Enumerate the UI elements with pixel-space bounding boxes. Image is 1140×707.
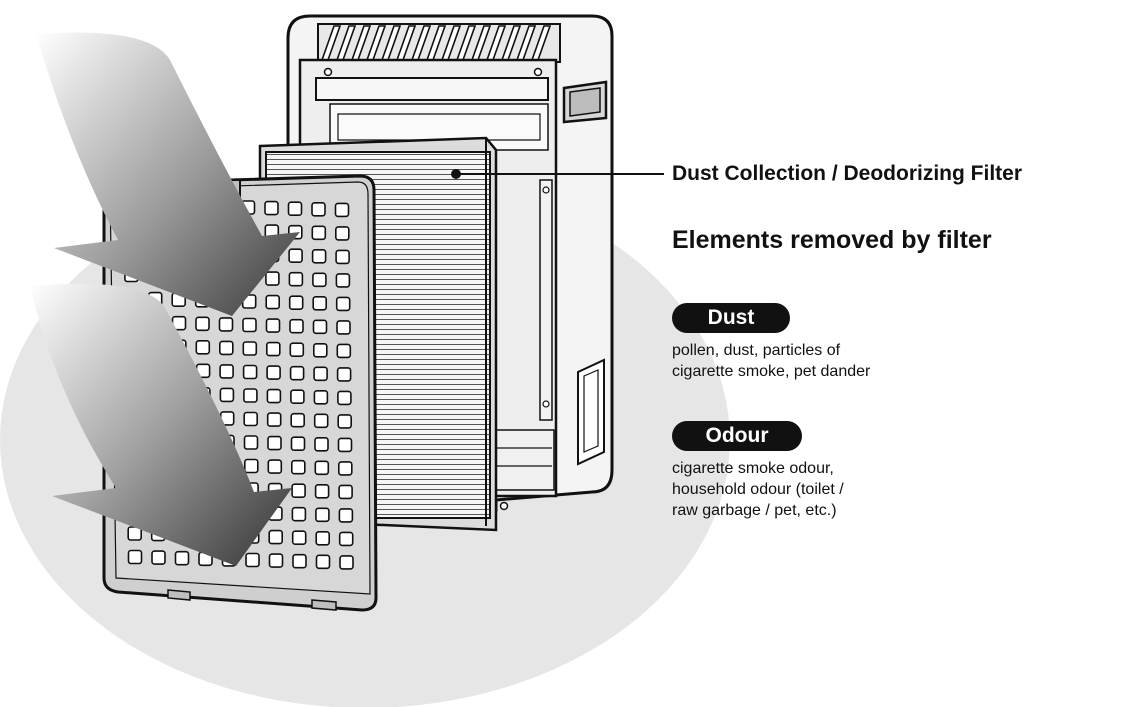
- odour-description-line: cigarette smoke odour,: [672, 460, 834, 477]
- grille-hole: [312, 342, 328, 358]
- grille-hole: [288, 271, 304, 287]
- grille-hole: [243, 435, 259, 450]
- grille-hole: [267, 459, 283, 474]
- odour-description: cigarette smoke odour, household odour (…: [672, 458, 844, 521]
- grille-hole: [290, 412, 306, 428]
- filter-callout-label: Dust Collection / Deodorizing Filter: [672, 162, 1023, 185]
- grille-hole: [338, 484, 353, 500]
- grille-hole: [336, 343, 352, 359]
- filter-info-heading: Elements removed by filter: [672, 226, 992, 254]
- grille-hole: [243, 388, 258, 403]
- grille-hole: [291, 483, 306, 499]
- grille-hole: [291, 506, 307, 522]
- grille-hole: [242, 317, 257, 333]
- callout-dot: [451, 169, 461, 179]
- grille-hole: [219, 387, 235, 403]
- grille-hole: [312, 295, 328, 311]
- grille-hole: [288, 295, 304, 311]
- grille-hole: [315, 530, 331, 546]
- grille-hole: [265, 271, 280, 286]
- grille-hole: [335, 296, 351, 312]
- grille-hole: [311, 225, 327, 241]
- grille-hole: [315, 507, 330, 523]
- odour-description-line: household odour (toilet /: [672, 481, 844, 498]
- grille-hole: [292, 553, 307, 569]
- grille-hole: [334, 202, 350, 218]
- grille-hole: [265, 318, 281, 333]
- grille-hole: [266, 365, 281, 380]
- grille-hole: [245, 552, 260, 568]
- grille-hole: [244, 458, 259, 474]
- airflow-arrow-icon: [36, 32, 300, 316]
- dust-description-line: pollen, dust, particles of: [672, 342, 841, 359]
- grille-hole: [265, 294, 281, 310]
- grille-hole: [218, 317, 234, 332]
- grille-hole: [336, 320, 351, 335]
- grille-hole: [242, 364, 258, 380]
- grille-hole: [313, 366, 328, 382]
- grille-hole: [265, 341, 281, 357]
- grille-hole: [314, 483, 330, 499]
- grille-hole: [266, 388, 282, 404]
- grille-hole: [311, 249, 327, 264]
- grille-hole: [337, 461, 353, 476]
- grille-hole: [268, 529, 284, 545]
- grille-hole: [289, 318, 304, 334]
- grille-hole: [195, 316, 210, 332]
- grille-hole: [339, 555, 354, 570]
- grille-hole: [219, 364, 234, 379]
- grille-hole: [314, 436, 329, 452]
- grille-hole: [242, 341, 258, 356]
- grille-hole: [268, 553, 284, 568]
- grille-hole: [335, 273, 351, 288]
- grille-hole: [313, 413, 329, 429]
- dust-badge: Dust: [672, 303, 790, 333]
- grille-hole: [219, 340, 234, 356]
- grille-hole: [337, 414, 353, 429]
- grille-hole: [267, 435, 282, 451]
- dust-description-line: cigarette smoke, pet dander: [672, 363, 871, 380]
- grille-hole: [337, 390, 352, 406]
- grille-hole: [264, 200, 279, 216]
- grille-hole: [338, 531, 354, 547]
- grille-hole: [290, 459, 306, 475]
- odour-description-line: raw garbage / pet, etc.): [672, 502, 837, 519]
- grille-hole: [127, 549, 143, 565]
- grille-hole: [313, 389, 329, 405]
- grille-hole: [266, 412, 282, 427]
- grille-hole: [337, 437, 353, 453]
- grille-hole: [151, 550, 166, 565]
- grille-hole: [335, 249, 350, 265]
- grille-hole: [338, 508, 354, 523]
- grille-hole: [291, 530, 307, 546]
- grille-hole: [289, 342, 305, 358]
- grille-hole: [288, 248, 303, 263]
- grille-hole: [312, 272, 327, 288]
- grille-hole: [195, 339, 211, 355]
- grille-hole: [290, 436, 306, 452]
- grille-hole: [315, 554, 331, 570]
- dust-description: pollen, dust, particles of cigarette smo…: [672, 340, 870, 382]
- grille-hole: [287, 201, 303, 216]
- grille-hole: [289, 365, 305, 381]
- grille-hole: [314, 460, 330, 476]
- airflow-arrow-icon: [30, 283, 292, 566]
- grille-hole: [174, 550, 190, 566]
- grille-hole: [312, 319, 328, 335]
- grille-hole: [311, 202, 326, 217]
- grille-hole: [290, 389, 305, 405]
- odour-badge: Odour: [672, 421, 802, 451]
- grille-hole: [334, 226, 350, 241]
- grille-hole: [243, 411, 258, 427]
- grille-hole: [336, 367, 352, 382]
